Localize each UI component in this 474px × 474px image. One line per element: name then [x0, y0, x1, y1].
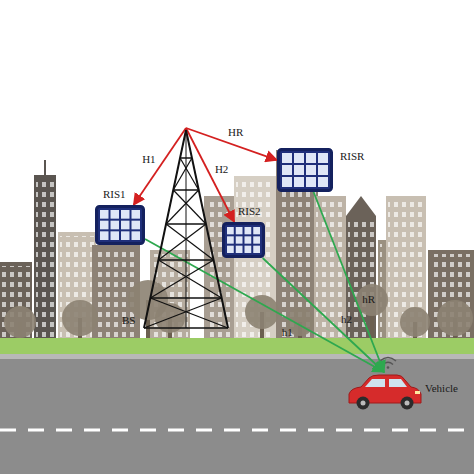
channel-link: [314, 192, 384, 372]
ris-element: [245, 236, 252, 243]
ris-element: [111, 221, 120, 230]
ris-element: [132, 221, 141, 230]
ris-element: [318, 165, 328, 175]
headlight: [415, 391, 420, 394]
ris-element: [245, 246, 252, 253]
building-windows: [278, 154, 316, 339]
building-windows: [316, 200, 344, 339]
road: [0, 359, 474, 474]
ris-element: [236, 227, 243, 234]
building: [34, 175, 56, 345]
ris-element: [294, 153, 304, 163]
channel-link: [145, 239, 384, 372]
building: [346, 216, 376, 345]
ris-element: [111, 210, 120, 219]
ris-element: [121, 221, 130, 230]
trees: [4, 280, 473, 345]
channel-link: [263, 258, 384, 372]
grass-strip: [0, 338, 474, 358]
ris-frame: [97, 207, 144, 244]
channel-label: h2: [341, 313, 352, 326]
building-windows: [36, 179, 54, 339]
ris-element: [121, 210, 130, 219]
node-label: RISR: [340, 150, 364, 163]
wheel: [401, 397, 414, 410]
car-window: [389, 379, 407, 387]
ris-element: [132, 210, 141, 219]
building: [204, 196, 236, 345]
ris-element: [132, 231, 141, 240]
ris-element: [306, 177, 316, 187]
ris-panel-shape: [222, 222, 265, 258]
ris-element: [294, 177, 304, 187]
node-label: RIS2: [238, 205, 261, 218]
ris-frame: [224, 224, 264, 257]
ris-panel-shape: [277, 148, 333, 192]
curb: [0, 354, 474, 359]
tree-crown: [245, 295, 279, 329]
antenna: [44, 160, 46, 176]
vehicle: Vehicle: [345, 372, 423, 412]
ris-element: [253, 227, 260, 234]
ris-element: [121, 231, 130, 240]
ris-element: [245, 227, 252, 234]
channel-label: H1: [142, 153, 155, 166]
channel-label: H2: [215, 163, 228, 176]
ris-element: [282, 153, 292, 163]
node-label: RIS1: [103, 188, 126, 201]
ris-element: [306, 153, 316, 163]
car-window: [365, 379, 385, 387]
vehicle-shape: [345, 372, 423, 412]
building-roof: [346, 196, 376, 216]
channel-label: HR: [228, 126, 243, 139]
ris-element: [294, 165, 304, 175]
wheel-hub: [361, 401, 366, 406]
ris-element: [236, 246, 243, 253]
ris-frame: [279, 150, 332, 191]
lane-marking: [0, 429, 474, 432]
ris-element: [253, 236, 260, 243]
ris-element: [227, 246, 234, 253]
ris-element: [282, 165, 292, 175]
channel-label: hR: [362, 293, 375, 306]
ris-element: [282, 177, 292, 187]
ris-panel: RIS1: [95, 205, 145, 245]
ris-element: [227, 227, 234, 234]
ris-element: [306, 165, 316, 175]
building-windows: [430, 254, 472, 339]
ris-element: [318, 153, 328, 163]
wheel-hub: [405, 401, 410, 406]
channel-link: [186, 128, 234, 222]
ris-panel: RISR: [277, 148, 333, 192]
tree-crown: [62, 300, 98, 336]
channel-label: h1: [282, 326, 293, 339]
building-windows: [206, 200, 234, 339]
ris-element: [100, 231, 109, 240]
ris-panel-shape: [95, 205, 145, 245]
ris-element: [100, 221, 109, 230]
ris-element: [100, 210, 109, 219]
ris-element: [227, 236, 234, 243]
buildings: [0, 150, 474, 345]
wheel: [357, 397, 370, 410]
ris-element: [318, 177, 328, 187]
ris-element: [111, 231, 120, 240]
tree-crown: [4, 306, 36, 338]
tree-crown: [437, 300, 473, 336]
tree-crown: [400, 307, 430, 337]
ris-element: [253, 246, 260, 253]
tower-lattice: [144, 130, 228, 328]
node-label: BS: [122, 314, 135, 327]
building: [428, 250, 474, 345]
node-label: Vehicle: [425, 382, 458, 395]
ris-element: [236, 236, 243, 243]
ris-panel: RIS2: [222, 222, 265, 258]
